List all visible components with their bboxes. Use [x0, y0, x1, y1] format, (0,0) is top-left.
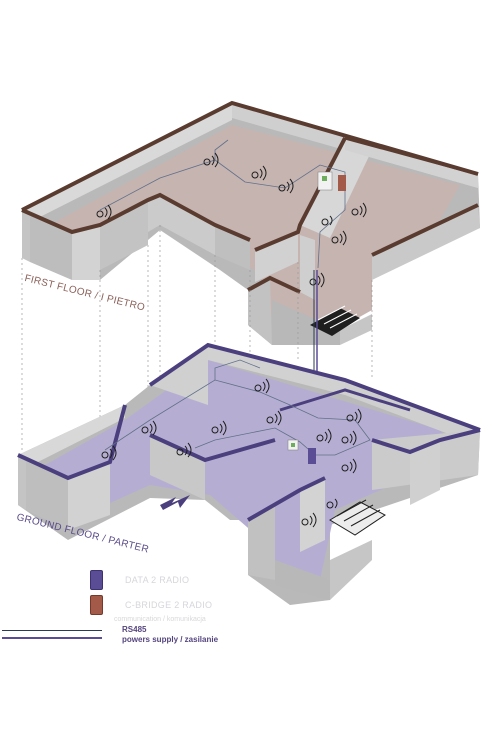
c-bridge-device [338, 175, 346, 191]
legend-label-power: powers supply / zasilanie [122, 635, 219, 644]
ground-floor-stairs [329, 499, 386, 536]
data-2-radio-device [308, 448, 316, 464]
first-floor-model [21, 100, 480, 345]
legend-label-data-radio: DATA 2 RADIO [125, 575, 190, 585]
legend-label-communication: communication / komunikacja [114, 616, 206, 623]
data-radio-swatch [90, 570, 103, 590]
ground-floor-radio-icons [101, 378, 362, 528]
legend-item-data-radio: DATA 2 RADIO [90, 570, 189, 590]
legend-item-c-bridge: C-BRIDGE 2 RADIO [90, 595, 212, 615]
power-line-swatch [2, 637, 102, 639]
ground-floor-communication-lines [104, 379, 371, 456]
entrance-arrow [160, 495, 190, 510]
legend-label-rs485: RS485 [122, 625, 147, 634]
c-bridge-swatch [90, 595, 103, 615]
first-floor-separator: / [93, 290, 100, 302]
first-floor-stairs [310, 305, 360, 336]
rs485-line-swatch [2, 630, 102, 631]
ground-floor-floor [45, 360, 460, 580]
legend-label-c-bridge: C-BRIDGE 2 RADIO [125, 600, 213, 610]
first-floor-communication-lines [99, 159, 346, 269]
first-floor-radio-icons [96, 152, 367, 288]
ground-floor-wall-tops [17, 404, 127, 481]
ground-floor-model [17, 342, 481, 605]
